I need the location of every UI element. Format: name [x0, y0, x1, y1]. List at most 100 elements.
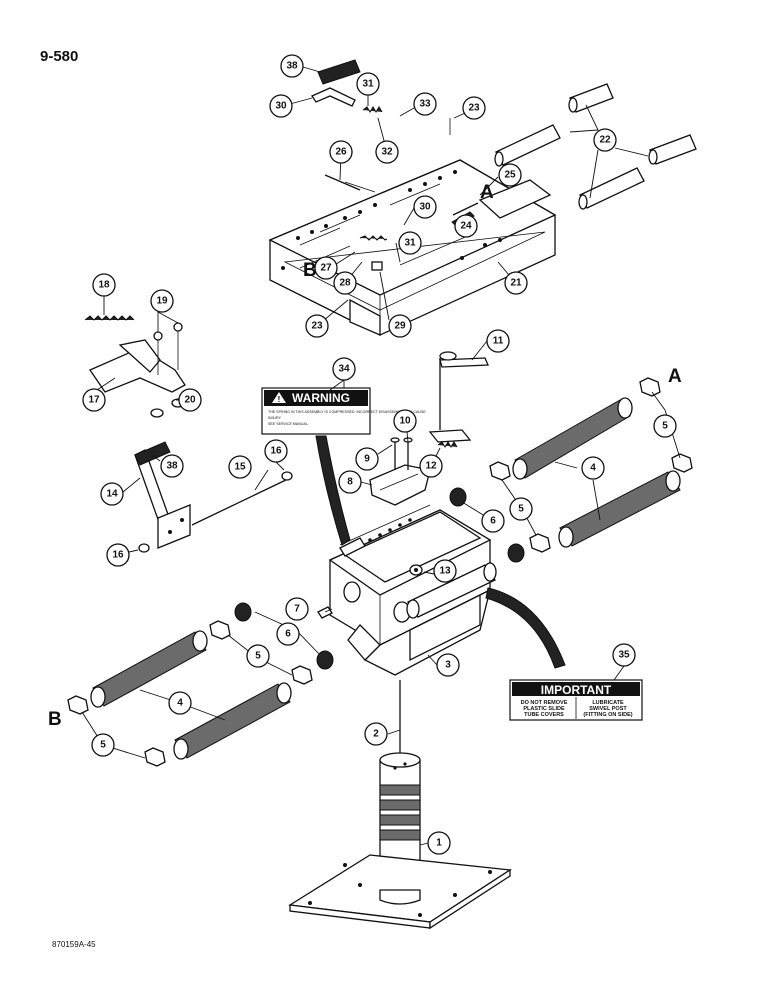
callout-23-top-label: 23 [468, 103, 480, 114]
slide-tube-4-left-upper [90, 630, 208, 708]
slide-tube-4-upper-right [512, 397, 633, 480]
callout-20: 20 [178, 388, 202, 412]
callout-5-left-lower-label: 5 [100, 740, 106, 751]
callout-10: 10 [393, 409, 417, 433]
tube-clamps-5 [67, 377, 693, 767]
callout-1: 1 [427, 831, 451, 855]
callout-26-label: 26 [335, 147, 347, 158]
callout-8-label: 8 [347, 477, 353, 488]
callout-19-label: 19 [156, 296, 168, 307]
rod-15 [138, 471, 293, 553]
callout-9-label: 9 [364, 454, 370, 465]
pin-handle-34-38 [311, 59, 361, 107]
callout-18-label: 18 [98, 280, 110, 291]
callout-24-label: 24 [460, 221, 472, 232]
callout-33: 35 [612, 643, 636, 667]
callout-12: 12 [419, 454, 443, 478]
callout-38-top: 38 [280, 54, 304, 78]
callout-23-top: 23 [462, 96, 486, 120]
callout-5-top-right: 5 [653, 414, 677, 438]
important-heading: IMPORTANT [541, 683, 612, 697]
callout-19: 19 [150, 289, 174, 313]
callout-23-bottom: 23 [305, 314, 329, 338]
ref-letter-a-frame: A [480, 182, 494, 203]
callout-8: 8 [338, 470, 362, 494]
callout-27-label: 27 [320, 263, 332, 274]
callout-38-lever: 38 [160, 454, 184, 478]
callout-23-bottom-label: 23 [311, 321, 323, 332]
bracket-8 [369, 437, 431, 506]
callout-18: 18 [92, 273, 116, 297]
important-left-1: DO NOT REMOVE [521, 700, 568, 706]
callout-10-label: 10 [399, 416, 411, 427]
callout-22: 22 [593, 128, 617, 152]
callout-4-right-label: 4 [590, 463, 596, 474]
callout-28-label: 28 [339, 278, 351, 289]
callout-30: 30 [413, 195, 437, 219]
drawing-code: 870159A-45 [52, 940, 96, 949]
ref-letter-b-frame: B [303, 260, 317, 281]
callout-30-label: 30 [419, 202, 431, 213]
callout-11: 11 [486, 329, 510, 353]
callout-12-label: 12 [425, 461, 437, 472]
callout-38-lever-label: 38 [166, 461, 178, 472]
callout-5-left-upper: 5 [246, 644, 270, 668]
callout-21: 21 [504, 271, 528, 295]
callout-33-label: 35 [618, 650, 630, 661]
callout-7: 7 [285, 597, 309, 621]
callout-20-label: 20 [184, 395, 196, 406]
warning-decal-32: ! WARNING THE SPRING IN THIS ASSEMBLY IS… [261, 387, 426, 435]
callout-1-label: 1 [436, 838, 442, 849]
spring-35 [362, 106, 383, 113]
callout-17-label: 17 [88, 395, 100, 406]
important-right-2: SWIVEL POST [589, 706, 627, 712]
callout-14: 14 [100, 482, 124, 506]
important-right-1: LUBRICATE [592, 700, 624, 706]
callout-27: 27 [314, 256, 338, 280]
callout-5-left-lower: 5 [91, 733, 115, 757]
callout-15-label: 15 [234, 462, 246, 473]
pin-26 [324, 174, 361, 191]
callout-5-right: 5 [509, 497, 533, 521]
callout-17: 17 [82, 388, 106, 412]
important-left-3: TUBE COVERS [524, 712, 564, 718]
callout-34-label: 30 [275, 101, 287, 112]
callout-26: 26 [329, 140, 353, 164]
callout-36: 32 [375, 140, 399, 164]
swivel-housing-3 [317, 504, 497, 676]
ref-letter-b-tube: B [48, 709, 62, 730]
ref-letter-a-tube: A [668, 366, 682, 387]
callout-35: 31 [356, 72, 380, 96]
callout-5-top-right-label: 5 [662, 421, 668, 432]
bushings-6 [234, 487, 525, 670]
callout-9: 9 [355, 447, 379, 471]
callout-35-label: 31 [362, 79, 374, 90]
callout-4-left-label: 4 [177, 698, 183, 709]
callout-4-right: 4 [581, 456, 605, 480]
callout-16-upper-label: 16 [270, 446, 282, 457]
slide-tube-4-right [558, 470, 681, 548]
callout-6-left-label: 6 [285, 629, 291, 640]
page-number: 9-580 [40, 48, 79, 65]
callout-6-left: 6 [276, 622, 300, 646]
callout-21-label: 21 [510, 278, 522, 289]
callout-15: 15 [228, 455, 252, 479]
warning-line-2: INJURY. [268, 416, 282, 420]
important-right-3: (FITTING ON SIDE) [583, 712, 632, 718]
callout-16-lower: 16 [106, 543, 130, 567]
callout-6-right-label: 6 [490, 516, 496, 527]
callout-25: 25 [498, 163, 522, 187]
callout-13: 13 [433, 559, 457, 583]
callout-7-label: 7 [294, 604, 300, 615]
callout-11-label: 11 [493, 336, 504, 347]
important-decal-33: IMPORTANT DO NOT REMOVE PLASTIC SLIDE TU… [509, 679, 643, 721]
callout-22-label: 22 [599, 135, 611, 146]
callout-3: 3 [436, 653, 460, 677]
callout-29-label: 29 [394, 321, 406, 332]
callout-32: 34 [332, 357, 356, 381]
callout-6-right: 6 [481, 509, 505, 533]
callout-16-lower-label: 16 [112, 550, 124, 561]
callout-37-label: 33 [419, 99, 431, 110]
callout-31: 31 [398, 231, 422, 255]
callout-28: 28 [333, 271, 357, 295]
